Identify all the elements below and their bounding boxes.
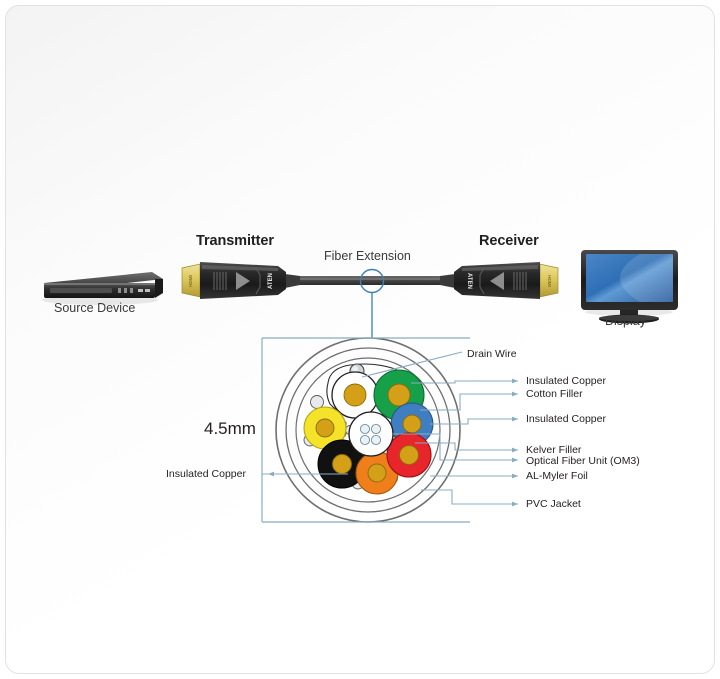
fiber-cable	[285, 274, 455, 288]
callout-kelver-filler: Kelver Filler	[526, 444, 582, 456]
diameter-dimension-bracket	[261, 337, 470, 523]
yellow-conductor	[303, 406, 347, 450]
red-conductor	[386, 432, 432, 478]
receiver-connector-icon: HDMI ATEN	[454, 262, 559, 299]
transmitter-brand-text: ATEN	[268, 273, 274, 289]
callout-insulated-copper-left: Insulated Copper	[166, 468, 246, 480]
source-device-label: Source Device	[54, 301, 136, 315]
source-device-icon	[42, 272, 163, 305]
callout-pvc-jacket: PVC Jacket	[526, 498, 581, 510]
display-label: Display	[605, 314, 646, 328]
callout-arrowheads	[268, 378, 518, 507]
fiber-extension-label: Fiber Extension	[324, 249, 411, 263]
callout-al-myler-foil: AL-Myler Foil	[526, 470, 588, 482]
receiver-brand-text: ATEN	[466, 273, 472, 289]
callout-cotton-filler: Cotton Filler	[526, 388, 583, 400]
callout-insulated-copper-1: Insulated Copper	[526, 375, 606, 387]
transmitter-port-text: HDMI	[188, 275, 193, 287]
optical-fiber-unit	[348, 411, 394, 457]
orange-conductor	[355, 451, 399, 495]
display-monitor-icon	[581, 250, 678, 324]
receiver-port-text: HDMI	[547, 275, 552, 287]
callout-optical-fiber-unit: Optical Fiber Unit (OM3)	[526, 455, 640, 467]
transmitter-connector-icon: HDMI ATEN	[181, 262, 286, 299]
callout-insulated-copper-2: Insulated Copper	[526, 413, 606, 425]
fiber-extension-callout-marker	[359, 268, 385, 338]
receiver-label: Receiver	[479, 233, 539, 249]
transmitter-label: Transmitter	[196, 233, 274, 249]
white-conductor	[331, 371, 379, 419]
cable-cross-section	[275, 337, 461, 523]
callout-drain-wire: Drain Wire	[467, 348, 517, 360]
diameter-label: 4.5mm	[204, 419, 256, 438]
black-conductor	[317, 439, 367, 489]
callout-leader-lines	[262, 351, 518, 505]
